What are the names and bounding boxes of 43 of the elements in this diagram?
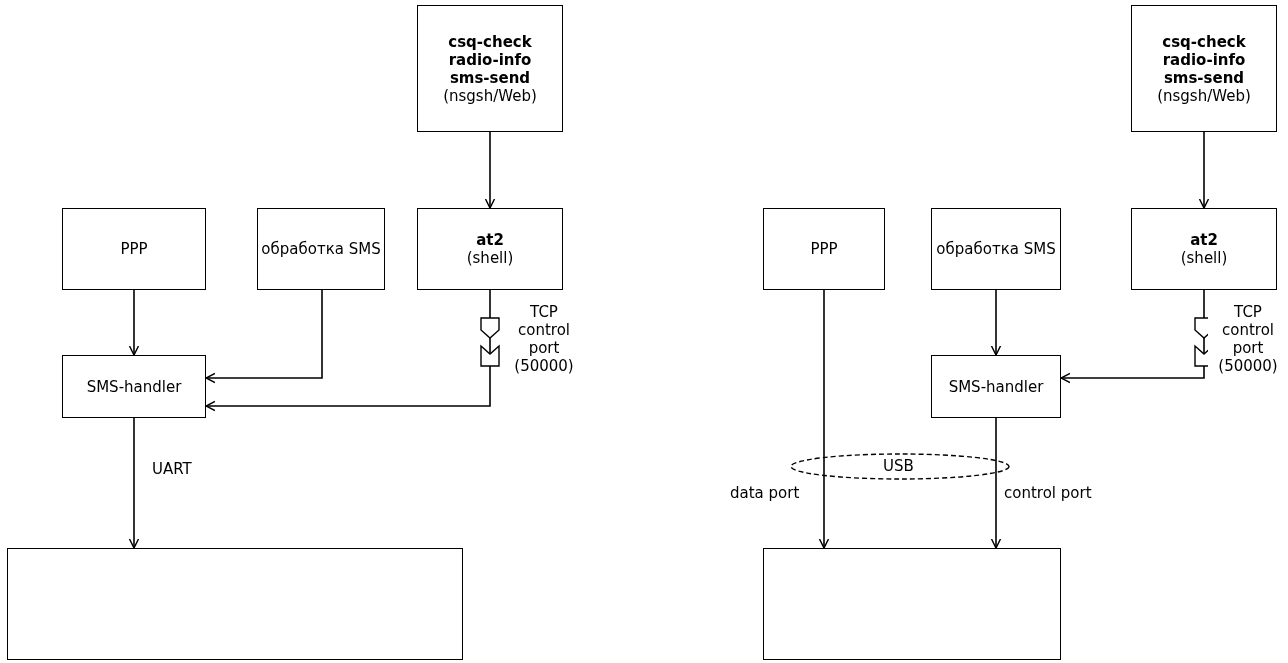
edge-label: data port bbox=[730, 484, 800, 502]
box-text: PPP bbox=[120, 240, 148, 258]
process-box bbox=[763, 208, 885, 290]
box-text: (nsgsh/Web) bbox=[443, 86, 537, 105]
box-text: SMS-handler bbox=[86, 377, 182, 396]
box-text: (shell) bbox=[1180, 249, 1228, 267]
box-text: (nsgsh/Web) bbox=[1157, 86, 1251, 105]
bus-label: USB bbox=[882, 457, 915, 475]
process-box bbox=[62, 355, 206, 418]
process-box bbox=[931, 355, 1061, 418]
process-box bbox=[417, 208, 563, 290]
arrow bbox=[484, 131, 496, 209]
process-box bbox=[1131, 5, 1277, 132]
box-text: csq-check bbox=[1162, 32, 1246, 51]
arrow bbox=[1060, 289, 1205, 384]
box-text: обработка SMS bbox=[936, 240, 1056, 258]
process-box bbox=[1131, 208, 1277, 290]
box-text: csq-check bbox=[448, 32, 532, 51]
arrow bbox=[818, 289, 830, 549]
arrow bbox=[1198, 131, 1210, 209]
process-box bbox=[931, 208, 1061, 290]
edge-label: control port bbox=[1004, 484, 1092, 502]
arrow bbox=[128, 417, 140, 549]
process-box bbox=[257, 208, 385, 290]
box-text: SMS-handler bbox=[948, 377, 1044, 396]
box-text: обработка SMS bbox=[261, 240, 381, 258]
arrow bbox=[990, 289, 1002, 356]
arrow bbox=[205, 289, 491, 412]
box-text: (shell) bbox=[466, 249, 514, 267]
box-text: sms-send bbox=[449, 68, 531, 87]
module-box bbox=[763, 548, 1061, 660]
box-text: sms-send bbox=[1163, 68, 1245, 87]
box-text: radio-info bbox=[1162, 50, 1246, 69]
process-box bbox=[417, 5, 563, 132]
arrow bbox=[128, 289, 140, 356]
process-box bbox=[62, 208, 206, 290]
arrow bbox=[990, 417, 1002, 549]
box-text: PPP bbox=[810, 240, 838, 258]
arrow bbox=[205, 289, 323, 384]
box-text: at2 bbox=[476, 231, 504, 249]
module-box bbox=[7, 548, 463, 660]
box-text: radio-info bbox=[448, 50, 532, 69]
box-text: at2 bbox=[1190, 231, 1218, 249]
